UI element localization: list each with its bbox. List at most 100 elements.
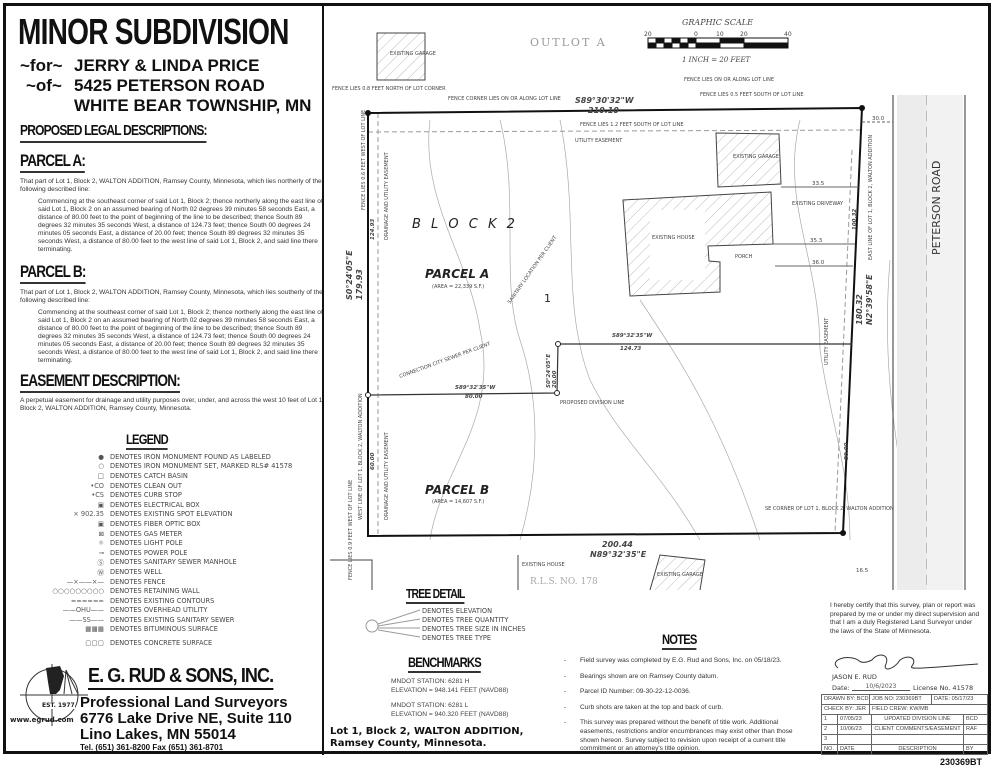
- legend-label: DENOTES FENCE: [110, 577, 166, 586]
- survey-map: GRAPHIC SCALE 20 0 10 20 40 1 INCH = 20 …: [330, 18, 966, 590]
- legal-heading: PROPOSED LEGAL DESCRIPTIONS:: [20, 121, 208, 143]
- benchmark-station: MNDOT STATION: 6281 L: [391, 702, 469, 709]
- scale-tick: 20: [740, 31, 748, 38]
- west-distance: 179.93: [355, 269, 364, 300]
- south-garage-label: EXISTING GARAGE: [657, 572, 703, 578]
- legend-item: ▣DENOTES FIBER OPTIC BOX: [40, 519, 320, 529]
- legend-symbol-icon: × 902.35: [73, 510, 104, 519]
- notes-list: Field survey was completed by E.G. Rud a…: [562, 657, 812, 761]
- east-distance: 180.32: [855, 294, 864, 325]
- se-corner-label: SE CORNER OF LOT 1, BLOCK 2, WALTON ADDI…: [765, 506, 894, 512]
- parcel-a-heading: PARCEL A:: [20, 151, 86, 173]
- job-date: DATE: 05/17/23: [931, 694, 988, 705]
- division-bearing-2: S0°24'05"E: [546, 354, 552, 388]
- south-house-label: EXISTING HOUSE: [522, 562, 565, 568]
- legend-symbol-icon: •CO: [90, 481, 104, 490]
- revision-no: 2: [821, 724, 838, 735]
- col-description: DESCRIPTION: [871, 744, 964, 755]
- surveyor-name: JASON E. RUD: [832, 673, 877, 681]
- nw-garage-label: EXISTING GARAGE: [390, 51, 436, 57]
- note-item: Curb shots are taken at the top and back…: [562, 704, 812, 713]
- garage-outline: [715, 132, 782, 188]
- legend-label: DENOTES LIGHT POLE: [110, 539, 183, 548]
- parcel-a-label: PARCEL A: [425, 267, 489, 281]
- revision-by: [963, 734, 988, 745]
- sheet-border: [3, 3, 991, 754]
- division-line-label: PROPOSED DIVISION LINE: [560, 400, 624, 406]
- block-label: B L O C K 2: [412, 217, 518, 232]
- notes-heading: NOTES: [662, 631, 697, 650]
- nw-garage-outline: [376, 32, 426, 81]
- of-prefix: ~of~: [26, 76, 62, 95]
- tree-detail-item: DENOTES TREE QUANTITY: [422, 616, 509, 624]
- revision-by: BCD: [963, 714, 988, 725]
- legend-item: ——OHU——DENOTES OVERHEAD UTILITY: [40, 606, 320, 616]
- east-line-label: EAST LINE OF LOT 1, BLOCK 2, WALTON ADDI…: [868, 135, 874, 260]
- legend-item: —×——×—DENOTES FENCE: [40, 577, 320, 587]
- north-bearing: S89°30'32"W: [575, 96, 635, 105]
- legend-label: DENOTES CURB STOP: [110, 491, 182, 500]
- parcel-b-body: Commencing at the southeast corner of sa…: [38, 309, 323, 364]
- license-number: License No. 41578: [913, 684, 974, 692]
- legend-symbol-icon: ☼: [98, 539, 104, 548]
- drainage-easement-label: DRAINAGE AND UTILITY EASEMENT: [384, 151, 390, 240]
- legend-item: ☼ DENOTES LIGHT POLE: [40, 538, 320, 548]
- certification-text: I hereby certify that this survey, plan …: [830, 602, 980, 635]
- check-by: CHECK BY: JER: [821, 704, 870, 715]
- legend-symbol-icon: ——SS——: [69, 615, 104, 624]
- legend-item: □DENOTES CATCH BASIN: [40, 471, 320, 481]
- panel-divider: [322, 3, 324, 755]
- certification-date: 10/6/2023: [852, 683, 910, 691]
- legend-item: ▦▦▦DENOTES BITUMINOUS SURFACE: [40, 625, 320, 635]
- division-distance-3: 80.00: [465, 394, 483, 400]
- east-lower-distance: 80.00: [844, 442, 850, 460]
- east-bearing: N2°39'58"E: [865, 274, 874, 325]
- legend-symbol-icon: ≈≈≈≈≈≈: [70, 596, 104, 605]
- revision-by: RAF: [963, 724, 988, 735]
- site-city: WHITE BEAR TOWNSHIP, MN: [74, 96, 312, 115]
- lot-description-line1: Lot 1, Block 2, WALTON ADDITION,: [330, 726, 524, 737]
- sanitary-note: SANITARY LOCATION PER CLIENT: [507, 234, 559, 305]
- legend-item: ○○○○○○○○○DENOTES RETAINING WALL: [40, 586, 320, 596]
- graphic-scale-bar: [647, 37, 789, 49]
- legend-label: DENOTES WELL: [110, 567, 162, 576]
- note-item: Bearings shown are on Ramsey County datu…: [562, 673, 812, 682]
- scale-tick: 0: [694, 31, 698, 38]
- legend-symbol-icon: □: [97, 471, 104, 480]
- revision-no: 1: [821, 714, 838, 725]
- legend-item: ● DENOTES IRON MONUMENT FOUND AS LABELED: [40, 452, 320, 462]
- legend-item: ⊠DENOTES GAS METER: [40, 529, 320, 539]
- note-item: This survey was prepared without the ben…: [562, 719, 812, 753]
- legend-label: DENOTES RETAINING WALL: [110, 587, 200, 596]
- revision-description: UPDATED DIVISION LINE: [871, 714, 964, 725]
- company-website[interactable]: www.egrud.com: [10, 716, 74, 724]
- revision-date: 10/06/23: [837, 724, 872, 735]
- field-crew: FIELD CREW: KW/MB: [869, 704, 988, 715]
- road-label: PETERSON ROAD: [930, 161, 943, 255]
- legend-symbol-icon: ●: [98, 452, 104, 461]
- scale-tick: 20: [644, 31, 652, 38]
- legend-symbol-icon: ▦▦▦: [85, 625, 104, 634]
- col-date: DATE: [837, 744, 872, 755]
- lot-number: 1: [544, 292, 551, 305]
- legend-item: ≈≈≈≈≈≈ DENOTES EXISTING CONTOURS: [40, 596, 320, 606]
- parcel-a-description: PARCEL A: That part of Lot 1, Block 2, W…: [20, 151, 325, 254]
- legend-label: DENOTES EXISTING CONTOURS: [110, 596, 215, 605]
- utility-easement-east-label: UTILITY EASEMENT: [824, 317, 830, 365]
- legend-symbol-icon: ⊠: [98, 529, 104, 538]
- scale-ratio: 1 INCH = 20 FEET: [682, 56, 752, 64]
- benchmark-elevation: ELEVATION = 948.141 FEET (NAVD88): [391, 686, 509, 694]
- legend-label: DENOTES EXISTING SANITARY SEWER: [110, 615, 235, 624]
- legend-item: ⊸DENOTES POWER POLE: [40, 548, 320, 558]
- offset-dimension: 16.5: [856, 568, 869, 574]
- lot-description: Lot 1, Block 2, WALTON ADDITION, Ramsey …: [330, 726, 523, 750]
- company-block: EST. 1977 E. G. RUD & SONS, INC. www.egr…: [8, 660, 324, 755]
- surveyor-signature-icon: [835, 654, 979, 670]
- legend-label: DENOTES ELECTRICAL BOX: [110, 500, 200, 509]
- legend-label: DENOTES IRON MONUMENT FOUND AS LABELED: [110, 452, 271, 461]
- fence-west-note: FENCE LIES 0.6 FEET WEST OF LOT LINE: [361, 110, 367, 210]
